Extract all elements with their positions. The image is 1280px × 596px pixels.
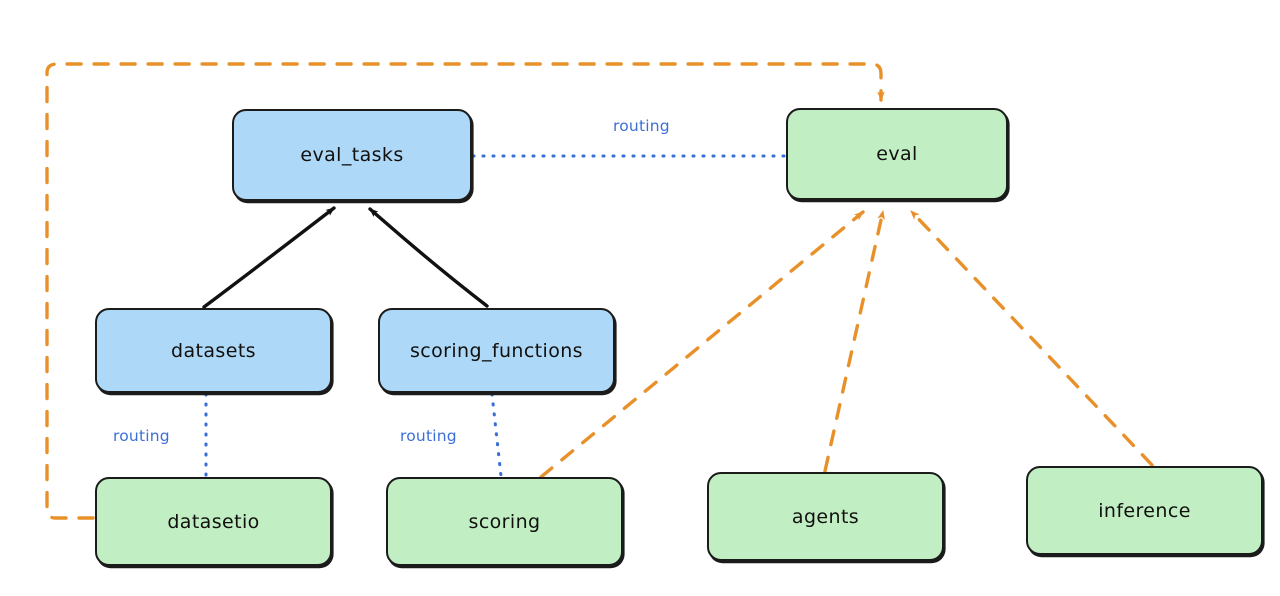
node-label-eval: eval [876, 143, 918, 165]
solid-edge-scoring_functions-eval_tasks [368, 207, 489, 308]
dependency-edge-agents-eval [823, 209, 885, 473]
node-label-inference: inference [1098, 499, 1191, 522]
solid-edge-datasets-eval_tasks [202, 206, 336, 309]
node-eval[interactable]: eval [786, 108, 1008, 200]
node-eval_tasks[interactable]: eval_tasks [232, 109, 472, 201]
dependency-edge-scoring-eval [539, 210, 865, 479]
edge-label-routing-datasets-datasetio: routing [113, 427, 170, 445]
dependency-edge-datasetio-eval [45, 62, 885, 520]
edge-label-routing-eval_tasks-eval: routing [613, 117, 670, 135]
node-scoring[interactable]: scoring [386, 477, 623, 566]
node-label-agents: agents [791, 505, 860, 528]
node-datasets[interactable]: datasets [95, 308, 332, 393]
edge-label-routing-scoring_functions-scoring: routing [400, 427, 457, 445]
routing-edges [204, 154, 787, 478]
node-scoring_functions[interactable]: scoring_functions [378, 308, 615, 393]
node-label-datasets: datasets [171, 339, 256, 362]
dependency-edges [45, 62, 1154, 520]
node-agents[interactable]: agents [707, 472, 944, 561]
node-label-datasetio: datasetio [167, 510, 260, 533]
node-label-scoring: scoring [468, 510, 541, 533]
solid-edges [202, 206, 489, 309]
routing-edge-scoring_functions-scoring [490, 392, 503, 478]
node-datasetio[interactable]: datasetio [95, 477, 332, 566]
node-label-scoring_functions: scoring_functions [410, 339, 583, 362]
node-inference[interactable]: inference [1026, 466, 1263, 555]
dependency-edge-inference-eval [909, 209, 1154, 467]
node-label-eval_tasks: eval_tasks [300, 144, 404, 166]
